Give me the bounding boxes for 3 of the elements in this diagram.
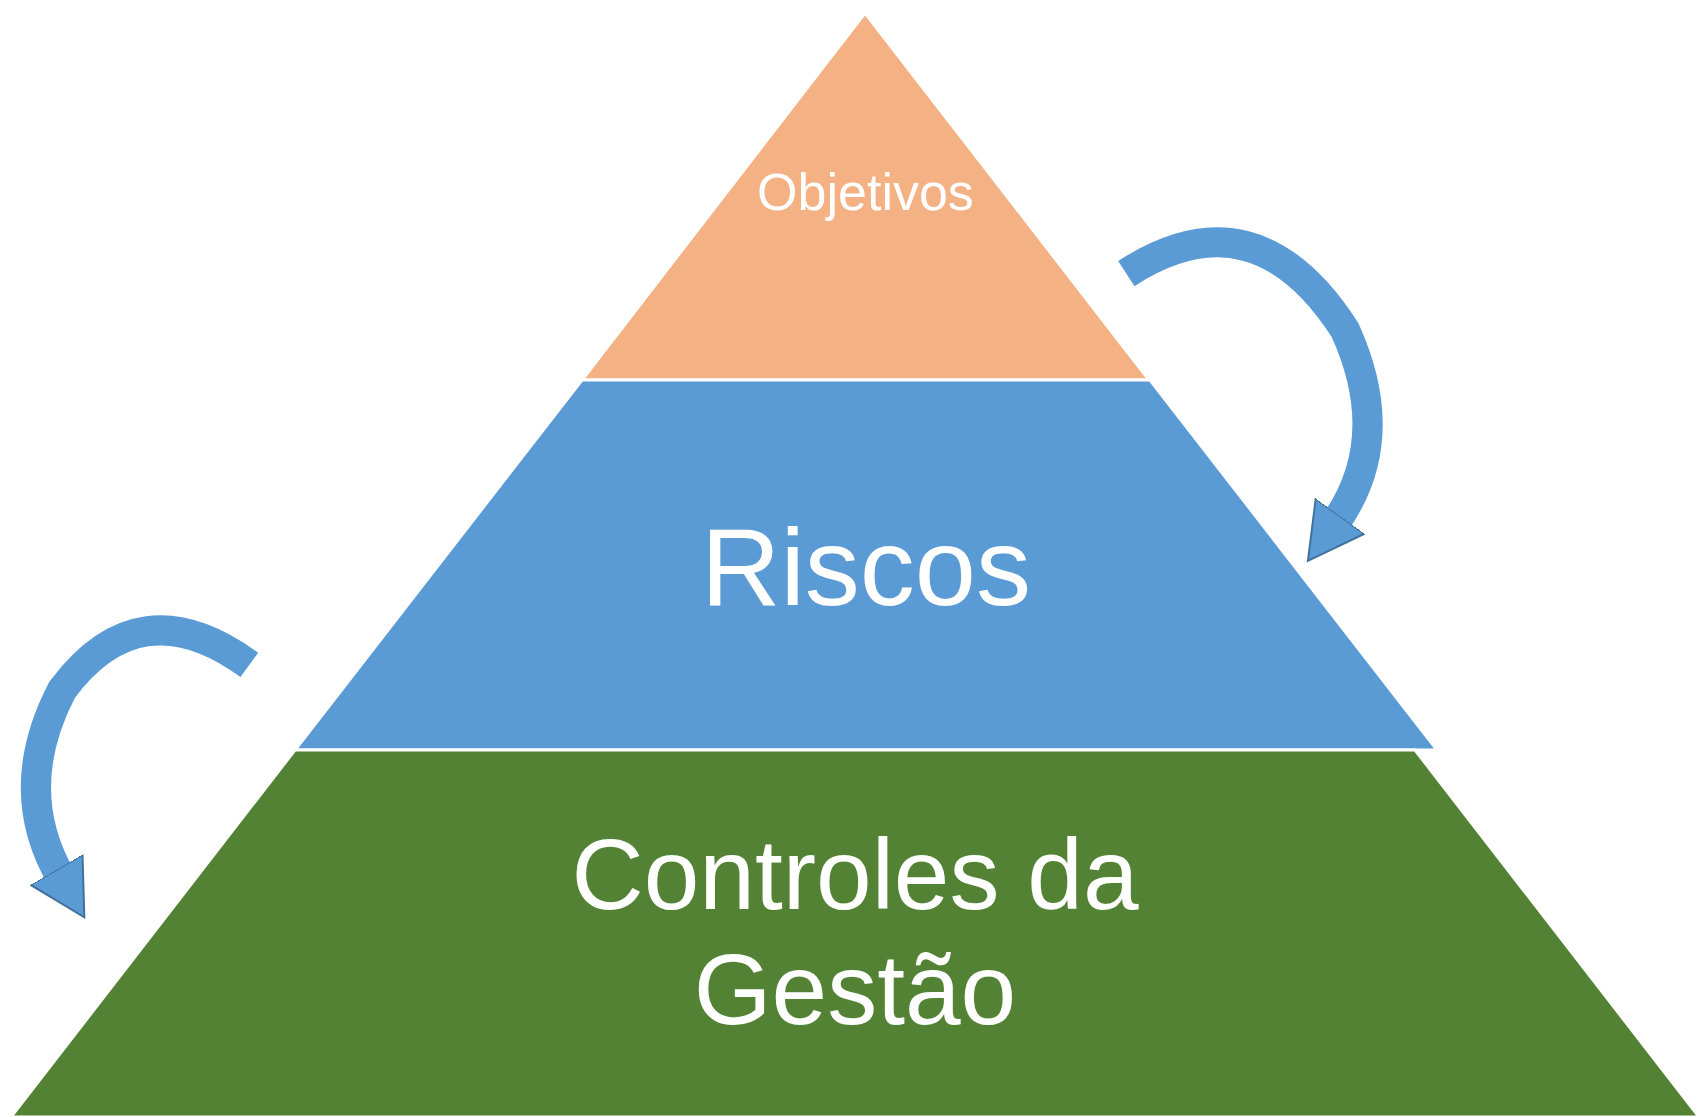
layer-label: Controles da Gestão: [570, 817, 1140, 1047]
layer-label: Riscos: [699, 503, 1033, 630]
layer-label: Objetivos: [756, 163, 975, 223]
